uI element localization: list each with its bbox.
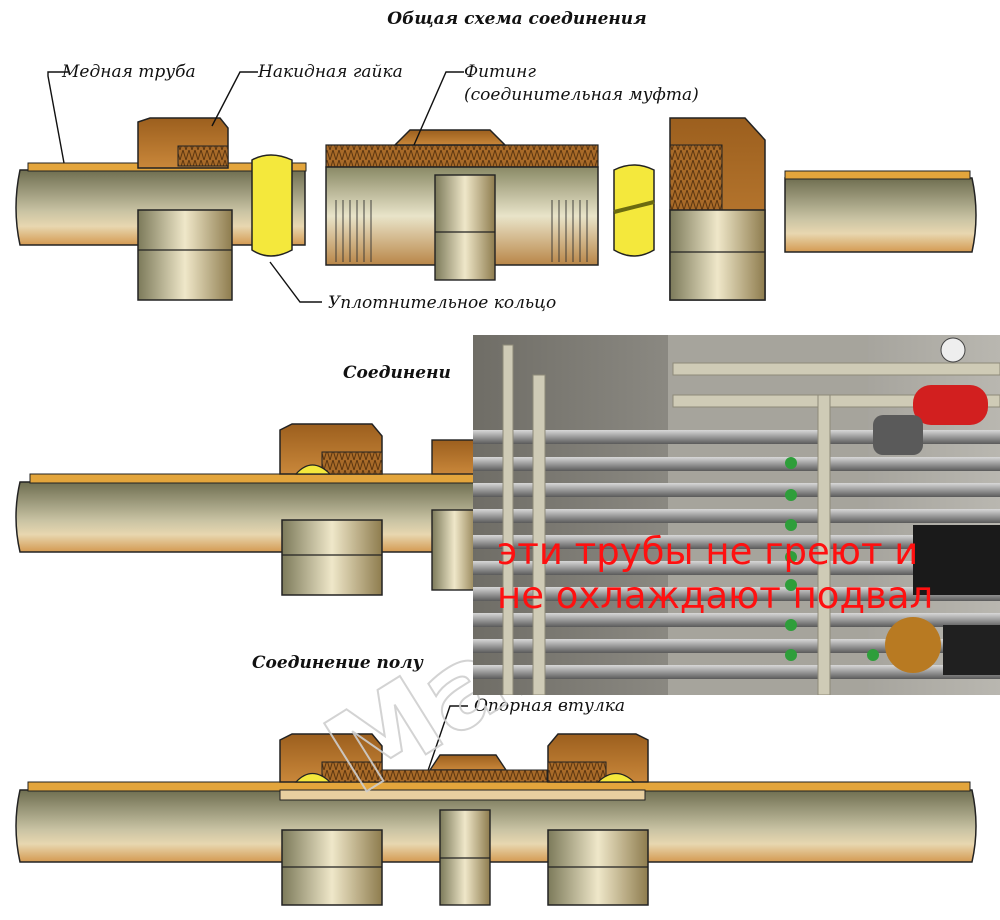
svg-text:Уплотнительное кольцо: Уплотнительное кольцо — [328, 293, 556, 313]
basement-pipes-photo: эти трубы не греют и не охлаждают подвал — [473, 335, 1000, 695]
exploded-union-nut — [137, 117, 233, 301]
svg-text:Медная труба: Медная труба — [61, 62, 196, 82]
svg-text:Опорная втулка: Опорная втулка — [474, 696, 625, 716]
label-support-sleeve: Опорная втулка — [417, 696, 625, 801]
insulated-pipe-rows — [473, 430, 1000, 679]
photo-caption: эти трубы не греют и не охлаждают подвал — [497, 530, 934, 617]
svg-text:Накидная гайка: Накидная гайка — [257, 62, 403, 82]
valves — [785, 457, 879, 661]
assembled-joint-3 — [15, 733, 977, 906]
svg-text:(соединительная муфта): (соединительная муфта) — [464, 85, 699, 105]
third-title: Соединение полу — [252, 653, 424, 673]
label-copper-pipe: Медная труба — [47, 62, 196, 164]
second-title: Соединени — [343, 363, 451, 383]
exploded-fitting — [325, 129, 599, 281]
exploded-seal-ring-left — [251, 154, 293, 257]
label-union-nut: Накидная гайка — [211, 62, 403, 127]
exploded-seal-ring-right — [613, 164, 655, 257]
pipes-photo-illustration — [473, 335, 1000, 695]
label-seal-ring: Уплотнительное кольцо — [269, 261, 556, 313]
label-fitting: Фитинг (соединительная муфта) — [413, 62, 699, 146]
svg-text:Фитинг: Фитинг — [464, 62, 536, 82]
exploded-pipe-right — [784, 170, 977, 253]
main-title: Общая схема соединения — [387, 9, 646, 29]
pp-pipes — [502, 344, 1000, 695]
exploded-union-nut-right — [669, 117, 766, 301]
assembled-joint-2 — [15, 423, 481, 596]
pump-group — [873, 337, 1000, 675]
